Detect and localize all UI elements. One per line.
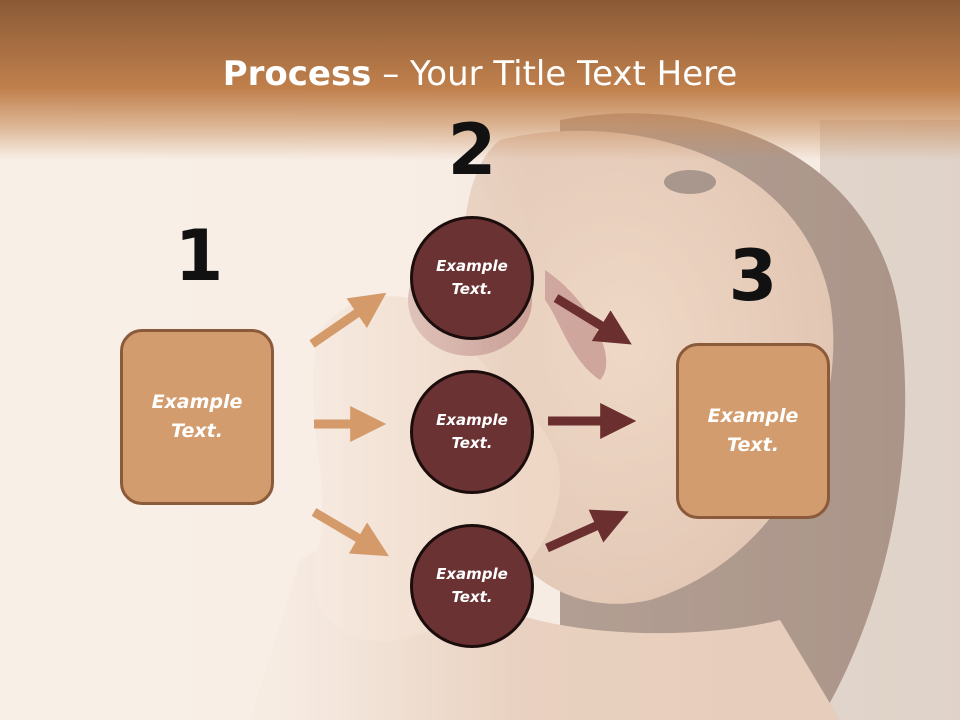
step-2-circle-bottom[interactable]: Example Text. (410, 524, 534, 648)
arrow-2c-to-3 (545, 509, 629, 553)
step-number-2: 2 (447, 109, 497, 191)
slide-title[interactable]: Process – Your Title Text Here (0, 52, 960, 96)
arrow-1-to-2a (309, 292, 387, 348)
step-3-box[interactable]: Example Text. (676, 343, 830, 519)
arrow-1-to-2c (311, 508, 389, 557)
step-2-text-bottom: Example Text. (436, 565, 508, 606)
step-2-text-middle: Example Text. (436, 411, 508, 452)
arrow-2a-to-3 (553, 294, 632, 345)
title-rest: – Your Title Text Here (371, 54, 738, 94)
step-1-box[interactable]: Example Text. (120, 329, 274, 505)
step-1-text: Example Text. (151, 391, 243, 442)
step-number-3: 3 (728, 235, 778, 317)
step-2-text-top: Example Text. (436, 257, 508, 298)
step-number-1: 1 (174, 215, 224, 297)
step-3-text: Example Text. (707, 405, 799, 456)
title-bold: Process (222, 54, 372, 94)
step-2-circle-top[interactable]: Example Text. (410, 216, 534, 340)
title-band (0, 0, 960, 160)
step-2-circle-middle[interactable]: Example Text. (410, 370, 534, 494)
